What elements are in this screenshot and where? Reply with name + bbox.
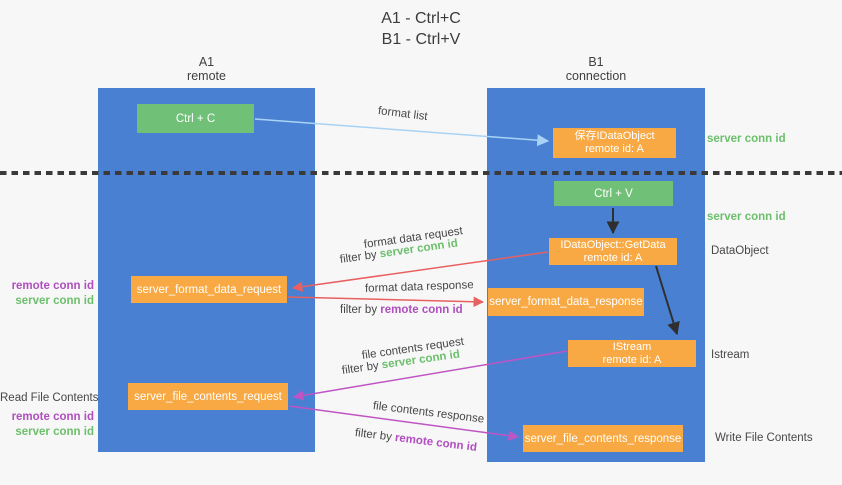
node-save-idataobject-line1: 保存IDataObject xyxy=(574,130,655,142)
lane-b1-title: B1 xyxy=(588,55,604,69)
title-line-1: A1 - Ctrl+C xyxy=(381,10,461,27)
label-remote-conn-id-file: remote conn id xyxy=(11,411,94,423)
node-server-format-data-response-label: server_format_data_response xyxy=(489,296,643,308)
label-istream: Istream xyxy=(711,349,750,361)
node-idataobject-getdata: IDataObject::GetData remote id: A xyxy=(549,238,677,265)
label-remote-conn-id-format: remote conn id xyxy=(11,280,94,292)
file-contents-response-arrow xyxy=(288,405,520,441)
format-data-request-arrow xyxy=(291,251,549,292)
label-dataobject: DataObject xyxy=(711,245,769,257)
edge-label-filter-format-response: filter by remote conn id xyxy=(340,303,463,317)
format-list-arrow xyxy=(254,118,550,147)
label-block-format-conn-ids: remote conn id server conn id xyxy=(0,279,94,308)
node-istream: IStream remote id: A xyxy=(568,340,696,367)
label-write-file-contents: Write File Contents xyxy=(715,432,813,444)
node-ctrl-v-label: Ctrl + V xyxy=(594,187,633,200)
lane-b1-subtitle: connection xyxy=(565,69,627,83)
node-server-file-contents-request-label: server_file_contents_request xyxy=(134,390,282,403)
lane-header-b1: B1 connection xyxy=(487,55,705,83)
node-ctrl-v: Ctrl + V xyxy=(554,181,673,206)
node-server-file-contents-request: server_file_contents_request xyxy=(128,383,288,410)
label-server-conn-id-file: server conn id xyxy=(15,425,94,438)
filter-by-text: filter by xyxy=(340,304,378,316)
label-read-file-contents: Read File Contents xyxy=(0,392,99,404)
node-ctrl-c: Ctrl + C xyxy=(137,104,254,133)
node-server-format-data-request: server_format_data_request xyxy=(131,276,287,303)
node-getdata-line1: IDataObject::GetData xyxy=(560,238,666,251)
node-istream-line2: remote id: A xyxy=(602,353,662,366)
node-server-format-data-response: server_format_data_response xyxy=(488,288,644,316)
getdata-to-istream-arrow xyxy=(655,265,680,336)
lane-header-a1: A1 remote xyxy=(98,55,315,83)
lane-a1-subtitle: remote xyxy=(187,69,226,83)
node-ctrl-c-label: Ctrl + C xyxy=(175,112,216,125)
label-block-file-conn-ids: remote conn id server conn id xyxy=(0,410,94,439)
label-server-conn-id-top-right: server conn id xyxy=(707,133,786,145)
node-server-file-contents-response-label: server_file_contents_response xyxy=(524,432,682,445)
node-server-format-data-request-label: server_format_data_request xyxy=(136,283,282,296)
title-line-2: B1 - Ctrl+V xyxy=(381,31,461,48)
label-server-conn-id-mid-right: server conn id xyxy=(707,211,786,223)
file-contents-request-arrow xyxy=(292,350,568,401)
diagram-title: A1 - Ctrl+C B1 - Ctrl+V xyxy=(0,8,842,50)
lane-a1-title: A1 xyxy=(198,55,215,69)
node-save-idataobject: 保存IDataObject remote id: A xyxy=(553,128,676,158)
remote-conn-id-text: remote conn id xyxy=(380,304,463,316)
label-server-conn-id-format: server conn id xyxy=(15,294,94,307)
node-getdata-line2: remote id: A xyxy=(583,251,643,264)
node-save-idataobject-line2: remote id: A xyxy=(585,143,644,155)
format-data-response-arrow xyxy=(287,296,485,308)
node-server-file-contents-response: server_file_contents_response xyxy=(523,425,683,452)
node-istream-line1: IStream xyxy=(612,340,652,353)
